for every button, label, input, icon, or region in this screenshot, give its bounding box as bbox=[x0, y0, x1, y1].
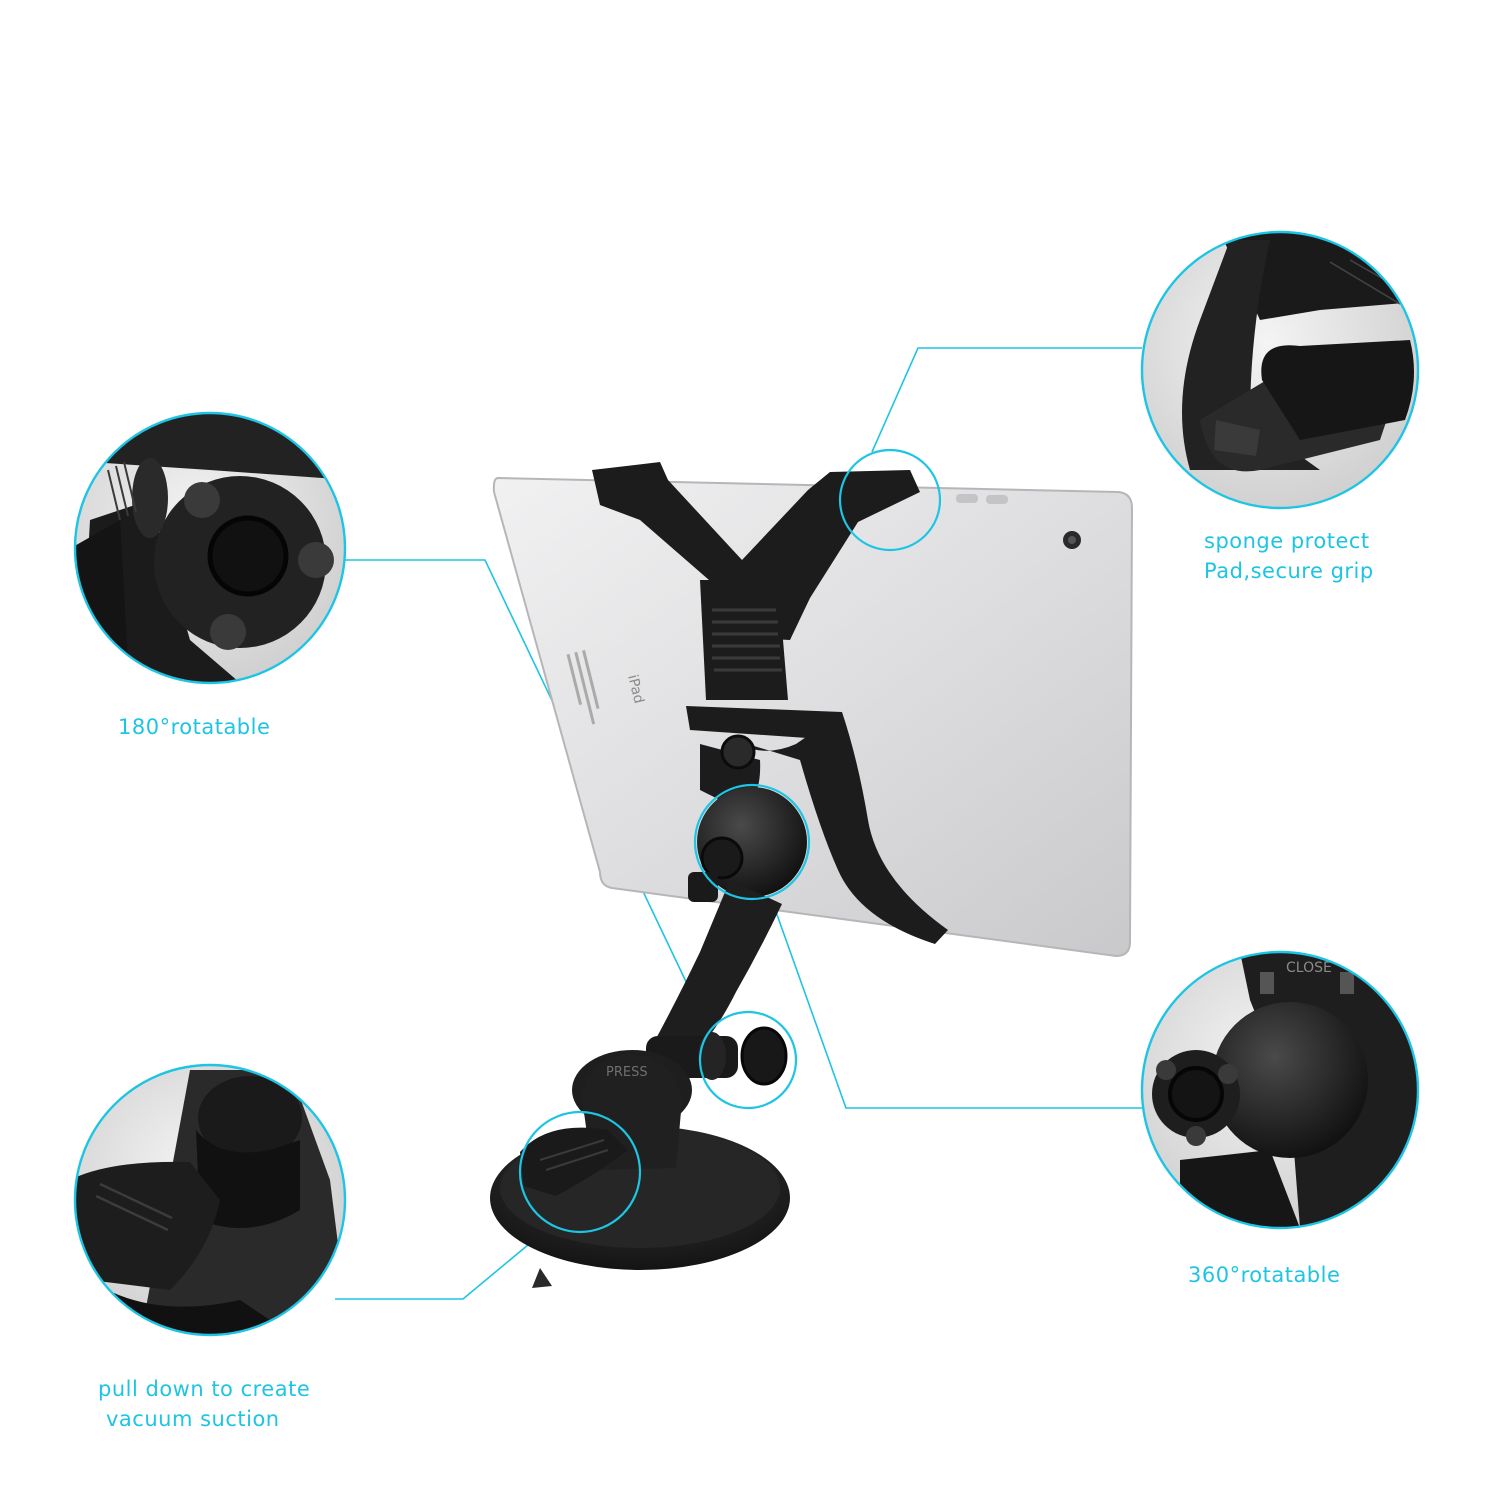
zoom-sponge-pad bbox=[1140, 230, 1420, 510]
zoom-360-knob: CLOSE bbox=[1140, 950, 1420, 1230]
label-360-rotatable: 360°rotatable bbox=[1188, 1260, 1340, 1290]
mount-arm bbox=[646, 787, 807, 1086]
suction-cup-base: PRESS bbox=[490, 1050, 790, 1288]
zoom-180-knob bbox=[73, 411, 347, 685]
tablet-logo-text: iPad bbox=[624, 673, 647, 705]
label-180-text: 180°rotatable bbox=[118, 715, 271, 739]
highlight-circles bbox=[518, 448, 942, 1234]
label-sponge-line1: sponge protect bbox=[1204, 529, 1370, 553]
lever-press-text: PRESS bbox=[606, 1065, 648, 1080]
label-pull-down: pull down to create vacuum suction bbox=[98, 1374, 310, 1434]
label-pull-line2: vacuum suction bbox=[106, 1407, 280, 1431]
label-180-rotatable: 180°rotatable bbox=[118, 712, 270, 742]
label-pull-line1: pull down to create bbox=[98, 1377, 311, 1401]
label-sponge-protect: sponge protect Pad,secure grip bbox=[1204, 526, 1374, 586]
label-360-text: 360°rotatable bbox=[1188, 1263, 1341, 1287]
zoom-suction-lever bbox=[73, 1063, 347, 1337]
ball-mount-close-text: CLOSE bbox=[1286, 960, 1332, 976]
label-sponge-line2: Pad,secure grip bbox=[1204, 559, 1374, 583]
